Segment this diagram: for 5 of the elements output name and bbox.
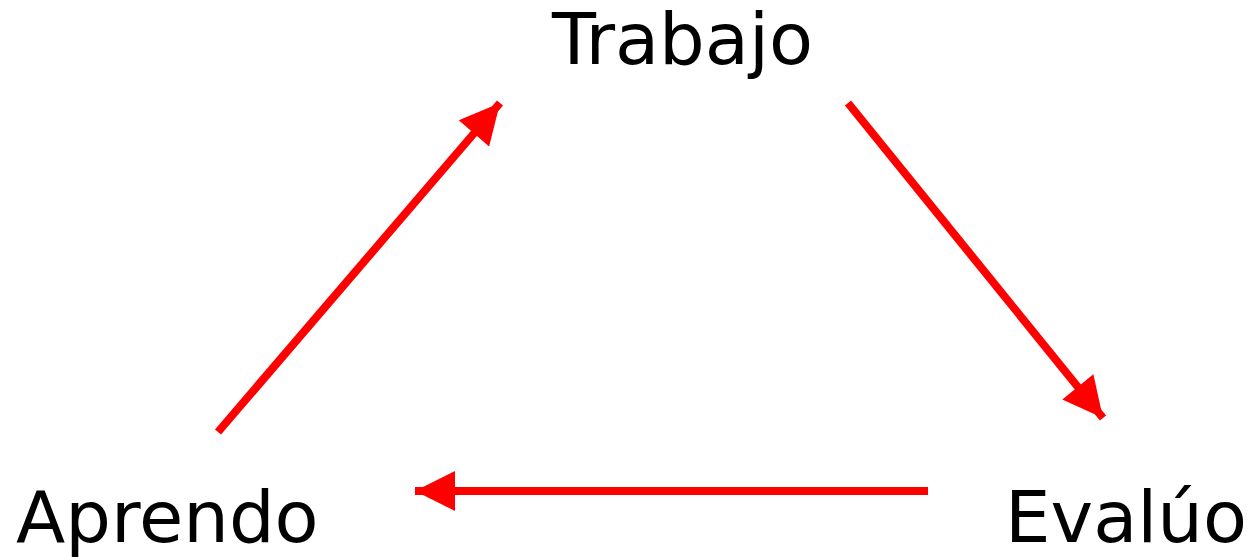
node-label: Trabajo xyxy=(552,0,813,80)
arrow xyxy=(214,100,504,435)
node-label: Evalúo xyxy=(1005,477,1247,557)
node-label: Aprendo xyxy=(16,477,319,557)
arrow xyxy=(844,100,1107,421)
